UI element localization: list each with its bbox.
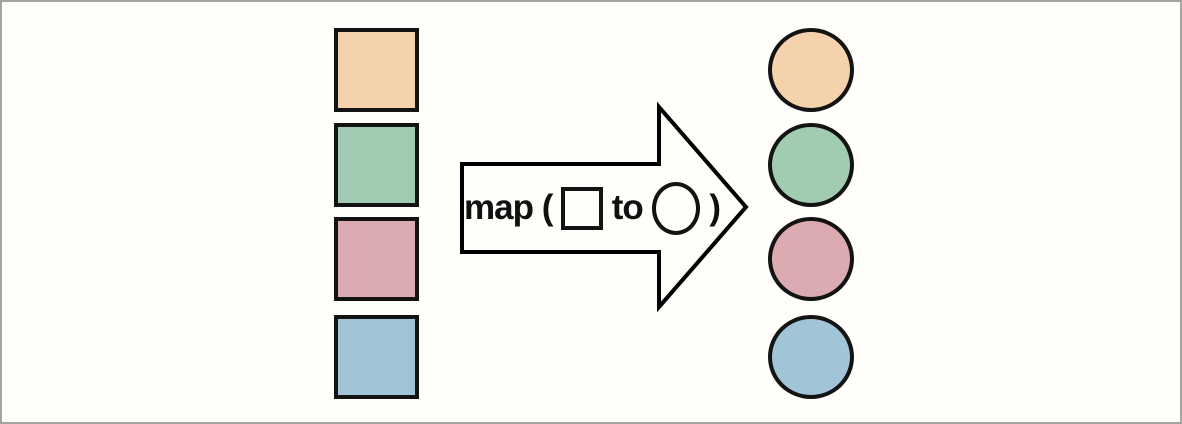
input-square-peach: [334, 28, 419, 112]
output-circle-blue: [768, 315, 854, 399]
output-circles-column: [768, 28, 854, 399]
square-glyph: [561, 186, 603, 230]
arrow-outline: [460, 101, 749, 313]
input-square-blue: [334, 315, 419, 399]
input-square-rose: [334, 217, 419, 301]
circle-glyph: [651, 181, 701, 235]
map-function-label: map ( to ): [464, 170, 721, 246]
output-circle-green: [768, 123, 854, 207]
label-suffix: ): [709, 188, 721, 227]
input-square-green: [334, 123, 419, 207]
label-connector: to: [611, 188, 644, 227]
output-circle-peach: [768, 28, 854, 112]
input-squares-column: [334, 28, 419, 399]
label-prefix: map (: [464, 188, 553, 227]
output-circle-rose: [768, 217, 854, 301]
map-arrow: [460, 101, 749, 313]
